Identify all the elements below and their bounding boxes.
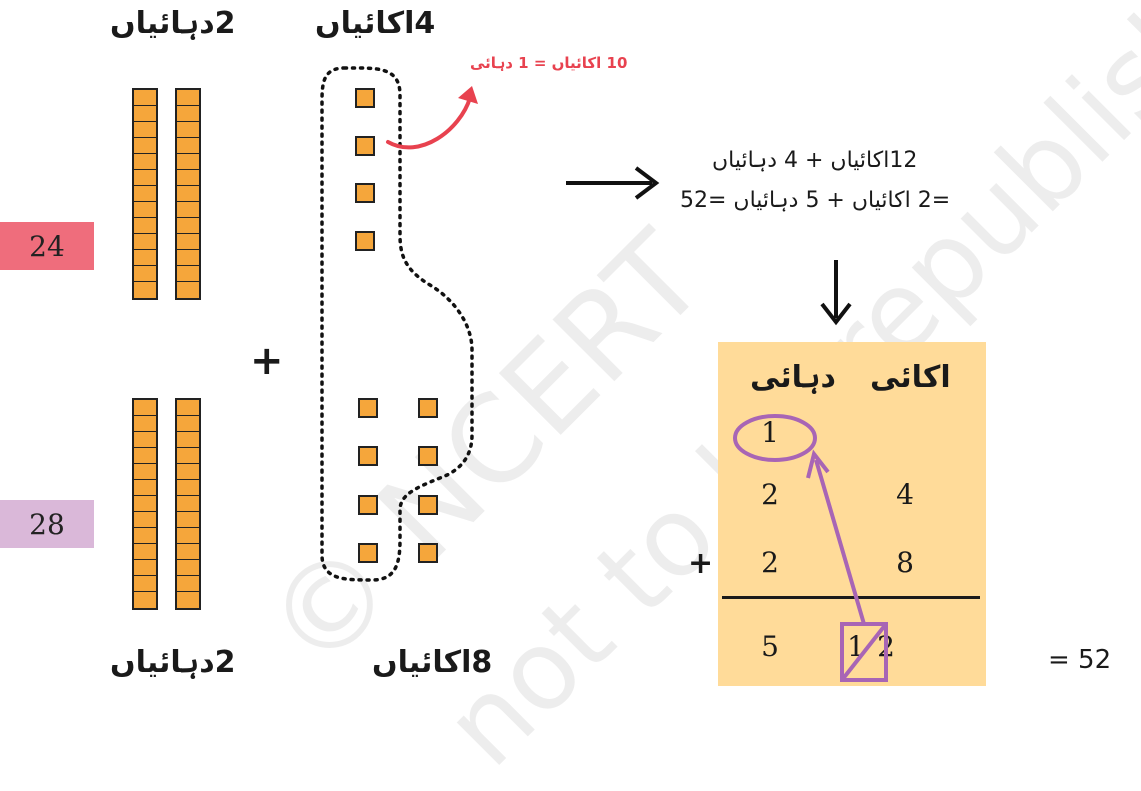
unit-cube xyxy=(418,446,438,466)
number-box-24: 24 xyxy=(0,222,94,270)
unit-cube xyxy=(355,88,375,108)
regroup-outline xyxy=(320,66,852,582)
table-header-tens: دہائی xyxy=(750,360,836,395)
ten-rod xyxy=(132,398,158,610)
ten-rod xyxy=(132,88,158,300)
unit-cube xyxy=(358,543,378,563)
unit-cube xyxy=(355,183,375,203)
row1-units: 4 xyxy=(896,478,914,511)
heading-tens-top: 2دہائیاں xyxy=(110,6,236,41)
heading-tens-bottom: 2دہائیاں xyxy=(110,645,236,680)
unit-cube xyxy=(418,495,438,515)
table-header-units: اکائی xyxy=(870,360,951,395)
table-plus-sign: + xyxy=(688,546,714,581)
sum-rule xyxy=(722,596,980,599)
final-result: = 52 xyxy=(1048,645,1112,675)
carry-annotation xyxy=(733,414,888,682)
unit-cube xyxy=(418,543,438,563)
row1-tens: 2 xyxy=(761,478,779,511)
place-value-table xyxy=(718,342,986,686)
number-box-28: 28 xyxy=(0,500,94,548)
unit-cube xyxy=(418,398,438,418)
ten-rod xyxy=(175,398,201,610)
plus-sign: + xyxy=(250,338,284,384)
equation-line-1: 12اکائیاں + 4 دہائیاں xyxy=(712,148,918,173)
unit-cube xyxy=(358,495,378,515)
heading-units-top: 4اکائیاں xyxy=(315,6,436,41)
carry-digit: 1 xyxy=(761,416,779,449)
regroup-annotation: 10 اکائیاں = 1 دہائی xyxy=(470,54,628,72)
heading-units-bottom: 8اکائیاں xyxy=(372,645,493,680)
unit-cube xyxy=(358,446,378,466)
row2-units: 8 xyxy=(896,546,914,579)
unit-cube xyxy=(358,398,378,418)
result-tens: 5 xyxy=(761,630,779,663)
unit-cube xyxy=(355,136,375,156)
equation-line-2: =2 اکائیاں + 5 دہائیاں =52 xyxy=(680,188,951,213)
unit-cube xyxy=(355,231,375,251)
ten-rod xyxy=(175,88,201,300)
row2-tens: 2 xyxy=(761,546,779,579)
